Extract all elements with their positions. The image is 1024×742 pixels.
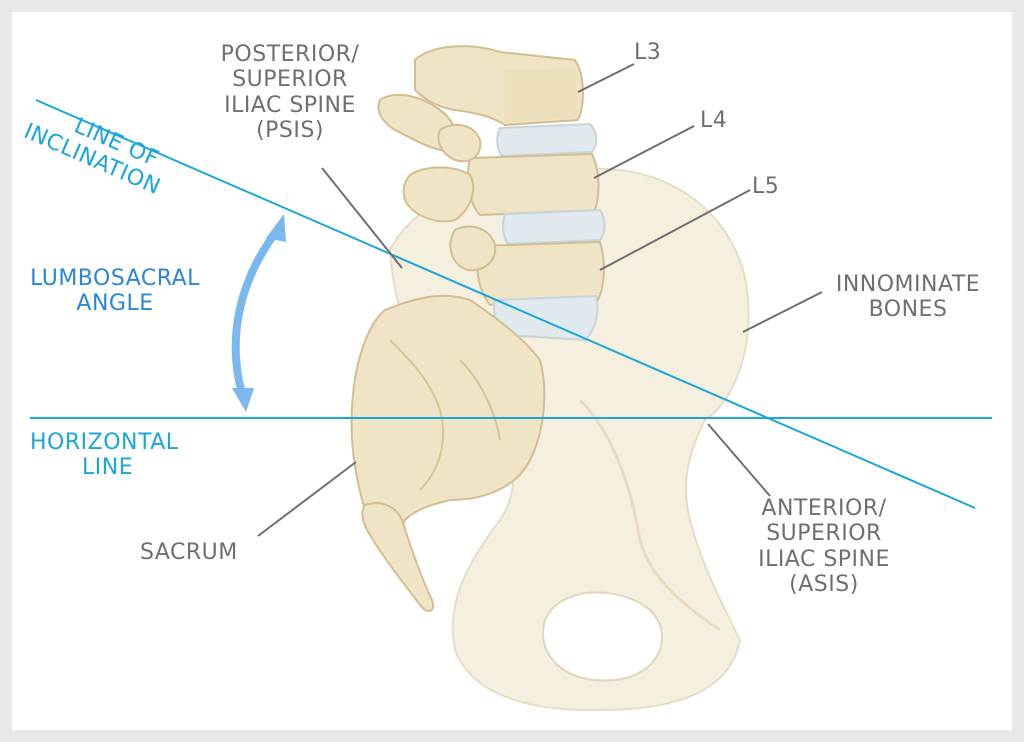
leader-innominate [742, 291, 823, 333]
psis-line-3: ILIAC SPINE [224, 92, 356, 118]
label-lumbosacral-angle: LUMBOSACRAL ANGLE [30, 266, 200, 317]
leader-l5 [599, 189, 751, 271]
asis-line-3: ILIAC SPINE [758, 546, 890, 572]
angle-line-1: LUMBOSACRAL [30, 266, 200, 291]
label-l3: L3 [634, 40, 662, 65]
innominate-line-2: BONES [868, 297, 948, 323]
label-l4: L4 [700, 108, 728, 133]
label-sacrum: SACRUM [140, 540, 238, 565]
label-innominate-bones: INNOMINATE BONES [818, 272, 998, 323]
ischial-ramus [578, 398, 721, 632]
horizontal-line-2: LINE [82, 455, 134, 481]
disc-l4-l5 [502, 208, 606, 246]
psis-line-4: (PSIS) [256, 117, 324, 143]
disc-l5-s1 [493, 294, 599, 342]
coccyx-bone [361, 502, 434, 612]
innominate-line-1: INNOMINATE [835, 272, 981, 297]
label-psis: POSTERIOR/ SUPERIOR ILIAC SPINE (PSIS) [204, 42, 376, 143]
leader-sacrum [257, 461, 357, 537]
psis-line-2: SUPERIOR [232, 67, 348, 93]
asis-line-2: SUPERIOR [766, 521, 882, 547]
sacrum-shading [389, 339, 501, 491]
lumbosacral-angle-arrow [231, 228, 280, 404]
label-l5: L5 [752, 174, 780, 199]
l4-vertebra [402, 123, 600, 223]
angle-line-2: ANGLE [76, 291, 154, 317]
angle-arrowhead-bottom [232, 388, 254, 412]
label-asis: ANTERIOR/ SUPERIOR ILIAC SPINE (ASIS) [738, 496, 910, 597]
obturator-foramen [542, 591, 664, 682]
leader-l4 [593, 125, 695, 179]
leader-l3 [577, 63, 635, 93]
l5-vertebra [449, 225, 605, 307]
asis-line-1: ANTERIOR/ [761, 496, 887, 521]
psis-line-1: POSTERIOR/ [220, 42, 360, 67]
angle-arrowhead-top [266, 214, 286, 242]
label-horizontal-line: HORIZONTAL LINE [30, 430, 179, 481]
innominate-bone [388, 167, 750, 712]
horizontal-line-1: HORIZONTAL [30, 430, 179, 455]
leader-psis [321, 167, 403, 269]
line-of-inclination [35, 99, 976, 509]
asis-line-4: (ASIS) [789, 571, 859, 597]
disc-l3-l4 [496, 122, 598, 158]
leader-asis [707, 423, 771, 497]
